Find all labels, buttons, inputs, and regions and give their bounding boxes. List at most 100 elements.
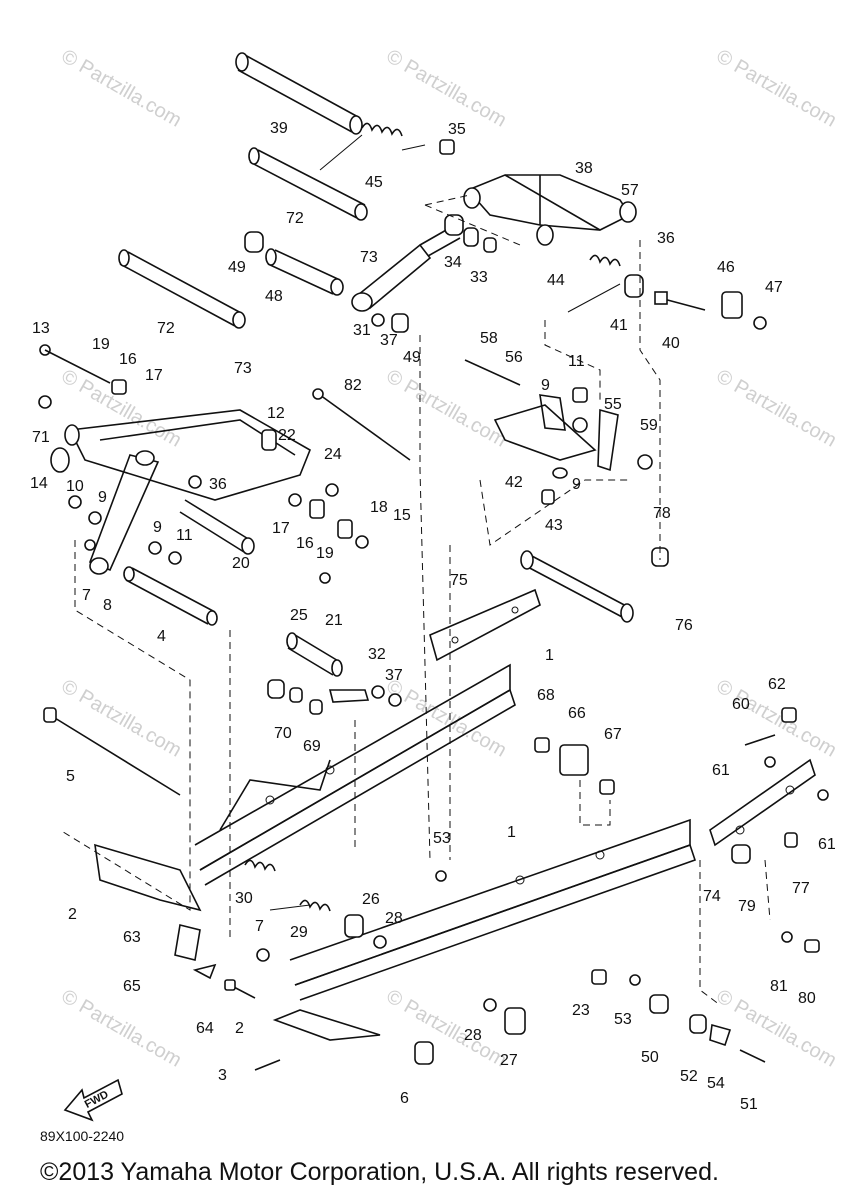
part-label: 17 [145,367,163,384]
part-label: 73 [360,249,378,266]
part-label: 6 [400,1090,409,1107]
part-label: 28 [464,1027,482,1044]
part-label: 9 [541,377,550,394]
part-label: 54 [707,1075,725,1092]
rail-lower [289,818,697,1001]
slide-2-rear [272,1009,381,1041]
part-label: 19 [316,545,334,562]
part-label: 20 [232,555,250,572]
part-label: 25 [290,607,308,624]
part-label: 15 [393,507,411,524]
fwd-arrow-icon: FWD [63,1078,123,1122]
spring-44 [567,254,644,313]
upper-rear-arm [424,139,637,253]
part-label: 47 [765,279,783,296]
part-label: 32 [368,646,386,663]
part-label: 16 [119,351,137,368]
watermark: © Partzilla.com [58,985,186,1071]
part-label: 36 [657,230,675,247]
part-label: 59 [640,417,658,434]
collar-48 [244,231,344,296]
part-label: 33 [470,269,488,286]
watermark: © Partzilla.com [383,45,511,131]
part-label: 36 [209,476,227,493]
shaft-39 [235,52,363,135]
part-label: 11 [568,353,585,370]
part-label: 72 [157,320,175,337]
part-label: 31 [353,322,371,339]
part-label: 4 [157,628,166,645]
part-label: 21 [325,612,343,629]
part-label: 14 [30,475,48,492]
part-label: 34 [444,254,462,271]
part-label: 27 [500,1052,518,1069]
parts-27-28-6-3 [254,998,526,1071]
part-label: 22 [278,427,296,444]
part-label: 53 [433,830,451,847]
part-label: 62 [768,676,786,693]
part-label: 29 [290,924,308,941]
part-label: 16 [296,535,314,552]
link-arm-8 [88,450,160,575]
part-label: 46 [717,259,735,276]
shaft-72-upper [248,147,368,221]
part-label: 12 [267,405,285,422]
part-labels: 39 45 72 73 49 48 72 73 31 37 49 35 38 5… [30,120,836,1113]
spring-45 [319,122,426,171]
axle-76 [520,547,669,623]
part-label: 38 [575,160,593,177]
part-label: 45 [365,174,383,191]
part-label: 49 [403,349,421,366]
part-label: 57 [621,182,639,199]
part-label: 80 [798,990,816,1007]
part-label: 8 [103,597,112,614]
bumper-66 [534,737,615,795]
part-label: 11 [176,527,193,544]
part-label: 19 [92,336,110,353]
part-label: 66 [568,705,586,722]
part-label: 35 [448,121,466,138]
part-label: 61 [818,836,836,853]
part-label: 64 [196,1020,214,1037]
parts-63-65 [174,924,256,999]
part-label: 81 [770,978,788,995]
part-label: 79 [738,898,756,915]
part-label: 2 [235,1020,244,1037]
part-label: 60 [732,696,750,713]
part-label: 75 [450,572,468,589]
plate-75 [429,588,541,662]
part-label: 7 [255,918,264,935]
slide-2-front [94,843,202,912]
part-label: 39 [270,120,288,137]
bolt-82 [312,388,411,461]
part-label: 56 [505,349,523,366]
part-label: 65 [123,978,141,995]
bracket-42 [464,359,653,505]
part-label: 2 [68,906,77,923]
part-label: 52 [680,1068,698,1085]
part-label: 78 [653,505,671,522]
part-label: 76 [675,617,693,634]
shaft-4 [123,566,218,626]
part-label: 9 [572,476,581,493]
rear-hardware [435,870,766,1063]
part-label: 43 [545,517,563,534]
part-label: 53 [614,1011,632,1028]
watermark: © Partzilla.com [383,365,511,451]
part-label: 18 [370,499,388,516]
watermark: © Partzilla.com [713,985,841,1071]
diagram-code: 89X100-2240 [40,1128,125,1144]
part-label: 26 [362,891,380,908]
watermark: © Partzilla.com [58,45,186,131]
part-label: 70 [274,725,292,742]
part-label: 9 [153,519,162,536]
part-label: 72 [286,210,304,227]
part-label: 55 [604,396,622,413]
part-label: 71 [32,429,50,446]
watermark: © Partzilla.com [713,365,841,451]
part-label: 9 [98,489,107,506]
part-label: 51 [740,1096,758,1113]
part-label: 50 [641,1049,659,1066]
watermark: © Partzilla.com [383,985,511,1071]
part-label: 17 [272,520,290,537]
